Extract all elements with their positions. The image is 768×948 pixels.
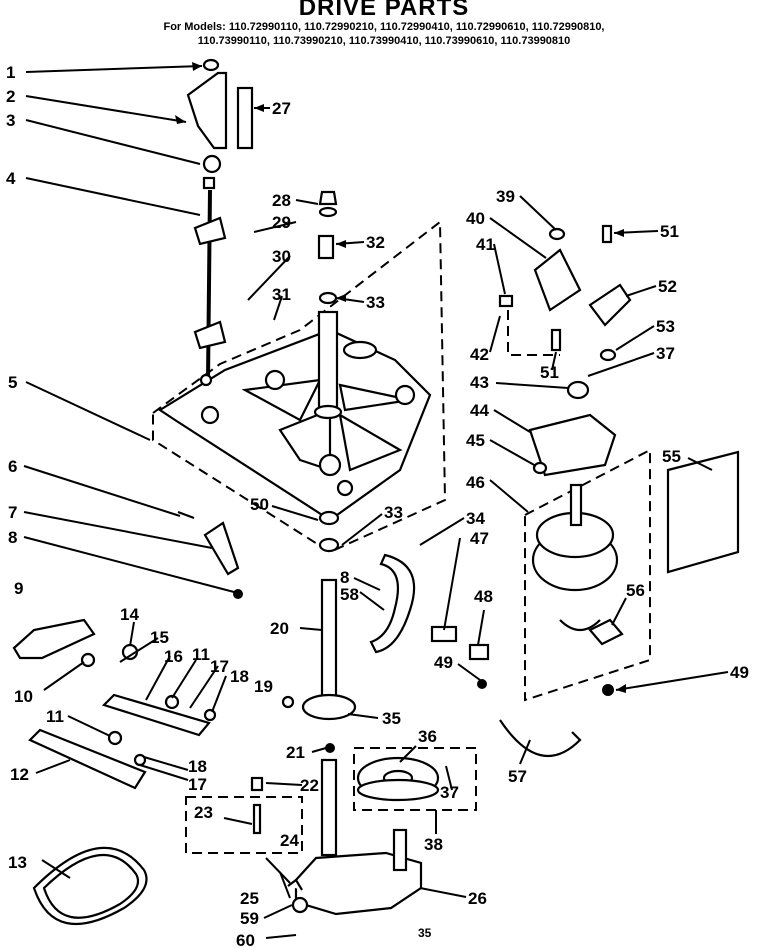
arrowheads: [175, 62, 626, 693]
label-part-35: 35: [382, 709, 401, 728]
label-part-38: 38: [424, 835, 443, 854]
label-part-8: 8: [8, 528, 17, 547]
label-part-51b: 51: [540, 363, 559, 382]
label-part-7: 7: [8, 503, 17, 522]
label-part-15: 15: [150, 628, 169, 647]
label-part-30: 30: [272, 247, 291, 266]
label-part-50: 50: [250, 495, 269, 514]
page-title: DRIVE PARTS: [298, 0, 470, 21]
label-part-20: 20: [270, 619, 289, 638]
models-line-2: 110.73990110, 110.73990210, 110.73990410…: [197, 35, 571, 47]
label-part-5: 5: [8, 373, 17, 392]
label-part-41: 41: [476, 235, 495, 254]
label-part-9: 9: [14, 579, 23, 598]
label-part-8b: 8: [340, 568, 349, 587]
label-part-52: 52: [658, 277, 677, 296]
motor-bracket: [498, 227, 617, 477]
label-part-34: 34: [466, 509, 485, 528]
label-part-17b: 17: [188, 775, 207, 794]
label-part-45: 45: [466, 431, 485, 450]
label-part-36: 36: [418, 727, 437, 746]
label-part-19: 19: [254, 677, 273, 696]
label-part-57: 57: [508, 767, 527, 786]
label-part-51: 51: [660, 222, 679, 241]
label-part-14: 14: [120, 605, 139, 624]
base-assembly-outline: [152, 219, 447, 554]
label-part-31: 31: [272, 285, 291, 304]
label-part-22: 22: [300, 776, 319, 795]
clutch-group-outline: [185, 796, 303, 854]
motor-switch-parts: [588, 224, 632, 362]
label-part-23: 23: [194, 803, 213, 822]
part-27-strip: [236, 86, 254, 150]
label-part-56: 56: [626, 581, 645, 600]
label-part-55: 55: [662, 447, 681, 466]
label-part-40: 40: [466, 209, 485, 228]
label-part-37: 37: [440, 783, 459, 802]
label-part-48: 48: [474, 587, 493, 606]
hose: [369, 553, 416, 654]
label-part-33b: 33: [384, 503, 403, 522]
label-part-2: 2: [6, 87, 15, 106]
label-part-10: 10: [14, 687, 33, 706]
label-part-18: 18: [230, 667, 249, 686]
label-part-25: 25: [240, 889, 259, 908]
label-part-18b: 18: [188, 757, 207, 776]
label-part-11b: 11: [46, 707, 64, 726]
label-part-58: 58: [340, 585, 359, 604]
panel-cover: [666, 450, 740, 574]
label-part-49: 49: [434, 653, 453, 672]
label-part-21: 21: [286, 743, 305, 762]
wire-harness: [499, 719, 582, 757]
label-part-53: 53: [656, 317, 675, 336]
left-rod-assembly: [177, 58, 243, 599]
leader-lines: [23, 65, 729, 939]
label-part-3: 3: [6, 111, 15, 130]
models-line-1: For Models: 110.72990110, 110.72990210, …: [163, 21, 605, 33]
label-part-46: 46: [466, 473, 485, 492]
label-part-43: 43: [470, 373, 489, 392]
label-part-27: 27: [272, 99, 291, 118]
page-code: 35: [418, 926, 432, 940]
label-part-42: 42: [470, 345, 489, 364]
part-labels: 1 2 3 4 5 6 7 8 27 28 29 30 31 32 33 50 …: [6, 63, 749, 948]
clutch-parts: [250, 776, 264, 835]
label-part-29: 29: [272, 213, 291, 232]
motor: [531, 483, 624, 696]
label-part-49b: 49: [730, 663, 749, 682]
pulley-group-outline: [353, 747, 477, 811]
label-part-1: 1: [6, 63, 15, 82]
label-part-13: 13: [8, 853, 27, 872]
left-bracket-parts: [12, 618, 295, 790]
label-part-37b: 37: [656, 344, 675, 363]
label-part-11: 11: [192, 645, 210, 664]
label-part-39: 39: [496, 187, 515, 206]
label-part-47: 47: [470, 529, 489, 548]
label-part-60: 60: [236, 931, 255, 948]
label-part-4: 4: [6, 169, 16, 188]
label-part-17: 17: [210, 657, 229, 676]
label-part-28: 28: [272, 191, 291, 210]
label-part-24: 24: [280, 831, 299, 850]
lower-shaft-gearcase: [287, 510, 423, 916]
label-part-33: 33: [366, 293, 385, 312]
label-part-12: 12: [10, 765, 29, 784]
capacitor: [430, 625, 490, 689]
label-part-6: 6: [8, 457, 17, 476]
center-shaft: [313, 190, 343, 420]
base-plate: [157, 328, 432, 522]
pulley: [356, 756, 440, 802]
diagram-header: DRIVE PARTS For Models: 110.72990110, 11…: [0, 0, 768, 48]
label-part-44: 44: [470, 401, 489, 420]
label-part-59: 59: [240, 909, 259, 928]
label-part-32: 32: [366, 233, 385, 252]
label-part-16: 16: [164, 647, 183, 666]
label-part-26: 26: [468, 889, 487, 908]
